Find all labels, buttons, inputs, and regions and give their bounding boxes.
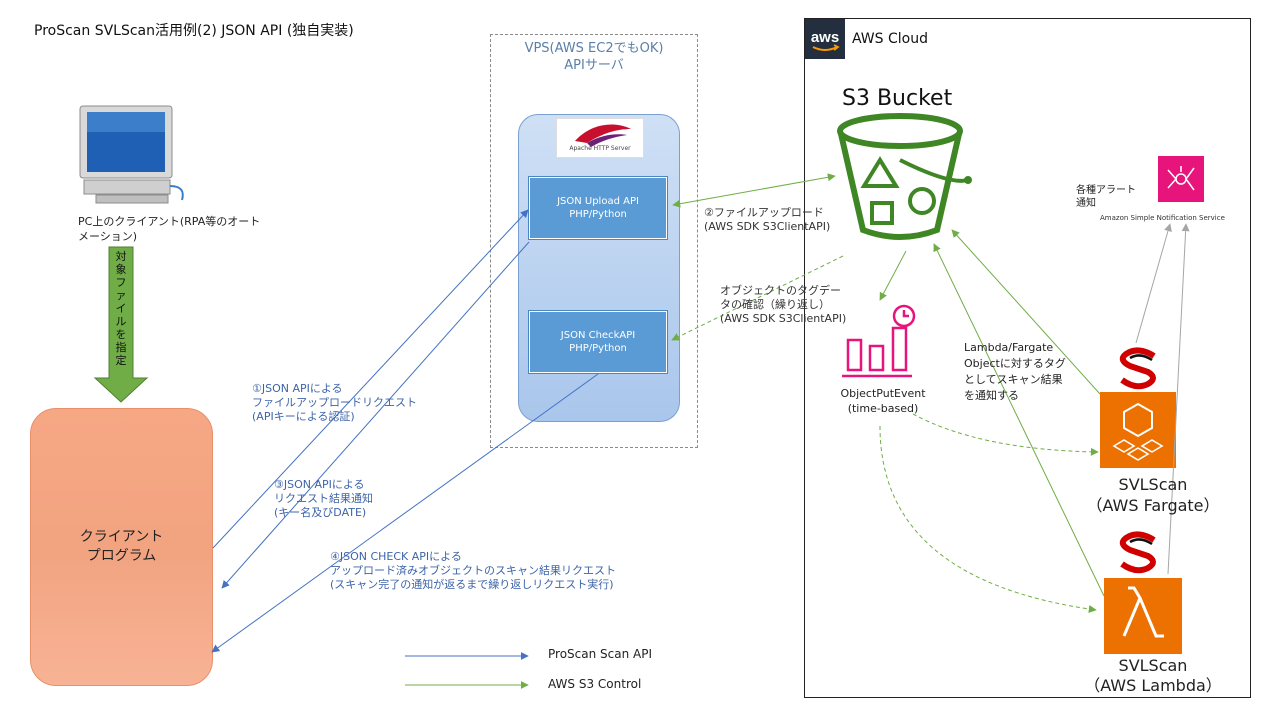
alert-label: 各種アラート 通知 [1076, 185, 1136, 209]
edge-1-upload-request [212, 209, 529, 549]
fargate-icon [1100, 392, 1176, 468]
edge-1-label: ①JSON APIによる ファイルアップロードリクエスト (APIキーによる認証… [252, 382, 417, 423]
json-check-api: JSON CheckAPI PHP/Python [528, 310, 668, 374]
legend-green-label: AWS S3 Control [548, 677, 642, 691]
green-edges [405, 173, 1105, 689]
lambda-icon [1104, 578, 1182, 654]
aws-logo-text: aws [811, 29, 839, 46]
apache-feather-icon [575, 124, 631, 147]
edge-tag-check [671, 255, 844, 341]
edge-fargate-to-s3 [951, 229, 1101, 395]
edge-event-to-lambda [879, 425, 1097, 613]
scan-result-tag-label: Lambda/Fargate Objectに対するタグ としてスキャン結果 を通… [964, 341, 1066, 402]
svlscan-lambda-label: SVLScan （AWS Lambda） [1084, 656, 1222, 695]
edge-fargate-to-sns [1135, 223, 1172, 344]
client-program [30, 408, 213, 686]
apache-logo-text: Apache HTTP Server [569, 145, 631, 152]
edge-3-label: ③JSON APIによる リクエスト結果通知 (キー名及びDATE) [274, 478, 373, 519]
blue-edges [211, 209, 599, 660]
target-file-arrow [93, 246, 149, 403]
edge-s3-to-event [879, 250, 907, 301]
target-file-label: 対象ファイルを指定 [115, 250, 127, 367]
pc-client-label: PC上のクライアント(RPA等のオート メーション) [78, 215, 261, 243]
sns-icon [1158, 156, 1204, 202]
s3-bucket-icon [837, 113, 972, 240]
svlscan-logo-icon [1119, 347, 1156, 390]
sns-edges [1135, 223, 1190, 575]
s3-bucket-label: S3 Bucket [842, 86, 953, 111]
svlscan-logo-lambda-icon [1119, 531, 1156, 574]
sns-label: Amazon Simple Notification Service [1100, 214, 1225, 222]
edge-3-result-notice [221, 241, 530, 589]
svlscan-fargate-label: SVLScan （AWS Fargate） [1086, 475, 1220, 515]
aws-cloud-container [804, 18, 1251, 698]
vps-container [490, 34, 698, 448]
vps-label: VPS(AWS EC2でもOK) APIサーバ [524, 41, 664, 73]
edge-4-check-request [211, 373, 599, 653]
edge-event-to-fargate [912, 413, 1099, 456]
edge-lambda-to-s3 [933, 243, 1105, 597]
json-upload-api: JSON Upload API PHP/Python [528, 176, 668, 240]
edge-2-file-upload [672, 173, 836, 208]
object-put-event-icon [842, 304, 916, 378]
legend-blue-label: ProScan Scan API [548, 647, 652, 661]
pc-monitor-icon [79, 105, 184, 204]
object-put-event-label: ObjectPutEvent (time-based) [840, 387, 926, 415]
edge-4-label: ④JSON CHECK APIによる アップロード済みオブジェクトのスキャン結果… [330, 550, 616, 591]
page-title: ProScan SVLScan活用例(2) JSON API (独自実装) [34, 23, 354, 39]
aws-cloud-label: AWS Cloud [852, 31, 928, 47]
green-dashed-edges [671, 255, 1099, 613]
edge-lambda-to-sns [1167, 223, 1190, 575]
client-program-label: クライアント プログラム [79, 529, 164, 564]
edge-2-label: ②ファイルアップロード (AWS SDK S3ClientAPI) [704, 206, 831, 233]
apache-logo [556, 118, 644, 158]
aws-logo: aws [805, 19, 845, 59]
edge-tag-check-label: オブジェクトのタグデー タの確認（繰り返し） (AWS SDK S3Client… [720, 284, 847, 325]
